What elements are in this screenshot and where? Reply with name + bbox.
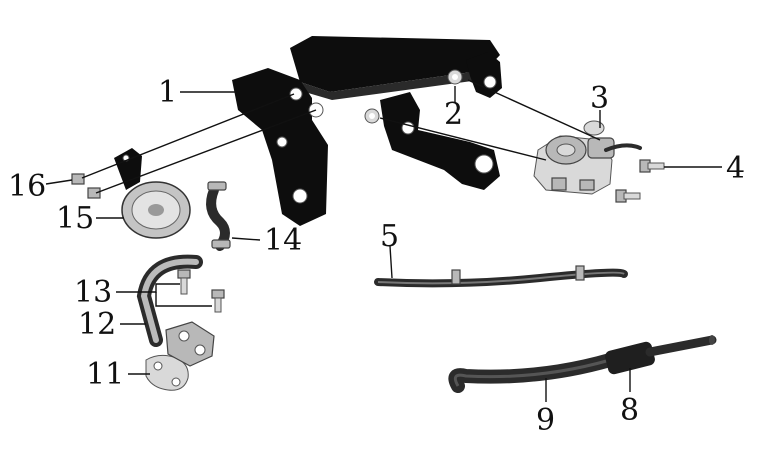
screw-upper	[71, 173, 85, 185]
leader-14	[231, 237, 261, 241]
nut	[447, 69, 463, 85]
gasket	[145, 354, 189, 391]
callout-11: 11	[86, 357, 124, 392]
bolt-lower	[615, 189, 641, 203]
fastener-guide-upper	[81, 93, 295, 179]
fastener-guide-lower	[95, 109, 317, 194]
fastener-guide-nut-lower	[379, 117, 547, 161]
callout-16: 16	[8, 169, 46, 204]
callout-15: 15	[56, 201, 94, 236]
breather-hose	[448, 353, 617, 393]
callout-3: 3	[590, 81, 609, 116]
callout-2: 2	[444, 97, 463, 132]
leader-5	[389, 245, 393, 279]
long-pipe	[374, 265, 628, 288]
leader-16	[45, 179, 73, 185]
nut-lower	[364, 108, 380, 124]
callout-9: 9	[536, 403, 555, 438]
main-bracket	[232, 36, 502, 226]
hose-sleeve	[605, 335, 717, 375]
callout-13: 13	[74, 275, 112, 310]
callout-4: 4	[726, 151, 745, 186]
callout-8: 8	[620, 393, 639, 428]
callout-1: 1	[158, 75, 177, 110]
leader-13-lower	[155, 292, 212, 307]
horn	[114, 148, 191, 239]
elbow-pipe	[136, 254, 215, 367]
flange-bolt-upper	[177, 269, 191, 295]
callout-5: 5	[380, 219, 399, 254]
callout-12: 12	[78, 307, 116, 342]
screw-lower	[87, 187, 101, 199]
small-hose	[206, 181, 231, 251]
bolt-right	[639, 159, 665, 173]
fastener-guide-nut	[467, 79, 601, 141]
flange-bolt-lower	[211, 289, 225, 313]
leader-13-upper	[116, 283, 180, 293]
valve-assembly	[533, 120, 642, 195]
callout-14: 14	[264, 223, 302, 258]
